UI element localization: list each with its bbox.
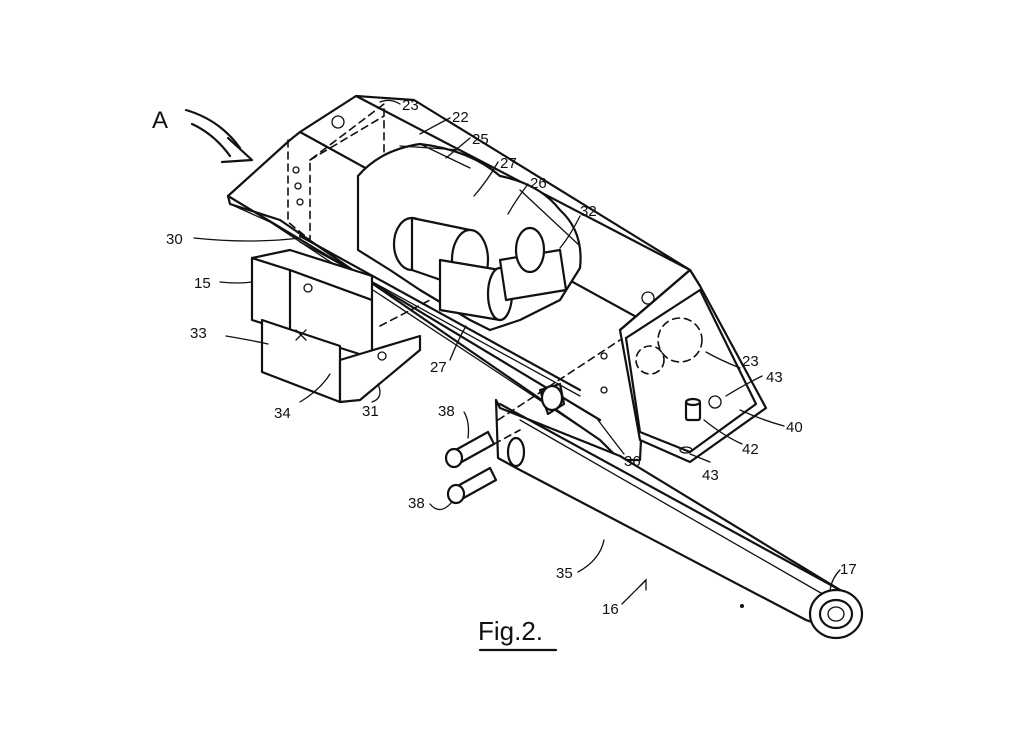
label-26: 26	[530, 175, 547, 192]
label-a: A	[152, 107, 168, 134]
label-43-bottom: 43	[702, 467, 719, 484]
view-arrow-a: A	[152, 107, 252, 162]
label-33: 33	[190, 325, 207, 342]
label-35: 35	[556, 565, 573, 582]
label-34: 34	[274, 405, 291, 422]
figure-caption-text: Fig.2.	[478, 616, 543, 646]
screws-38	[446, 432, 496, 503]
label-23-top: 23	[402, 97, 419, 114]
label-15: 15	[194, 275, 211, 292]
label-30: 30	[166, 231, 183, 248]
label-27-top: 27	[500, 155, 517, 172]
label-27-bottom: 27	[430, 359, 447, 376]
figure-caption: Fig.2.	[478, 616, 556, 650]
label-25: 25	[472, 131, 489, 148]
label-40: 40	[786, 419, 803, 436]
label-38-bottom: 38	[408, 495, 425, 512]
label-36: 36	[624, 453, 641, 470]
label-38-top: 38	[438, 403, 455, 420]
label-42: 42	[742, 441, 759, 458]
label-23-right: 23	[742, 353, 759, 370]
label-43-top: 43	[766, 369, 783, 386]
label-31: 31	[362, 403, 379, 420]
label-22: 22	[452, 109, 469, 126]
label-17: 17	[840, 561, 857, 578]
label-32: 32	[580, 203, 597, 220]
label-16: 16	[602, 601, 619, 618]
